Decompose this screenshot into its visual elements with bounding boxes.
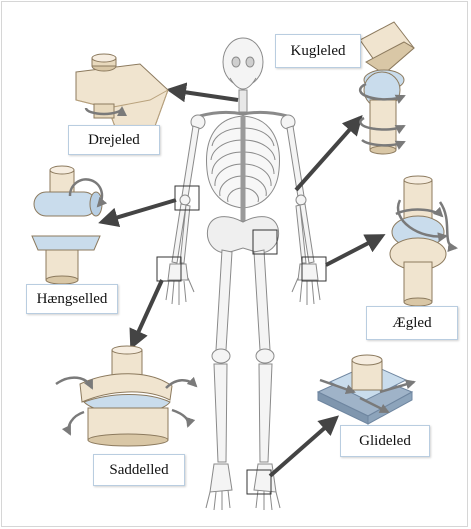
jaw: [230, 78, 256, 89]
pelvis: [207, 217, 278, 253]
plane-joint-icon: [318, 355, 414, 424]
ellipsoid-joint-icon: [390, 176, 456, 306]
saddle-joint-icon: [56, 346, 196, 446]
pointer-aegled: [326, 236, 382, 265]
left-foot: [206, 464, 232, 510]
right-hand: [292, 264, 320, 305]
right-forearm: [296, 204, 314, 263]
left-forearm: [172, 204, 190, 263]
label-drejeled: Drejeled: [68, 125, 160, 155]
hinge-joint-icon: [32, 166, 102, 284]
pointer-glideled: [270, 418, 336, 476]
ball-socket-joint-icon: [360, 22, 414, 154]
left-hand: [166, 264, 194, 305]
cervical-spine: [239, 90, 247, 112]
right-femur: [254, 250, 270, 350]
right-tibia: [259, 364, 272, 462]
label-glideled: Glideled: [340, 425, 430, 457]
left-tibia: [214, 364, 227, 462]
pointer-saddelled: [132, 280, 162, 346]
label-kugleled: Kugleled: [275, 34, 361, 68]
label-saddelled: Saddelled: [93, 454, 185, 486]
pointer-kugleled: [296, 118, 360, 190]
left-femur: [216, 250, 232, 350]
pointer-drejeled: [170, 90, 238, 100]
pointer-haengselled: [102, 200, 176, 222]
label-haengselled: Hængselled: [26, 284, 118, 314]
label-aegled: Ægled: [366, 306, 458, 340]
clavicles: [200, 112, 287, 116]
skeleton: [166, 38, 320, 510]
